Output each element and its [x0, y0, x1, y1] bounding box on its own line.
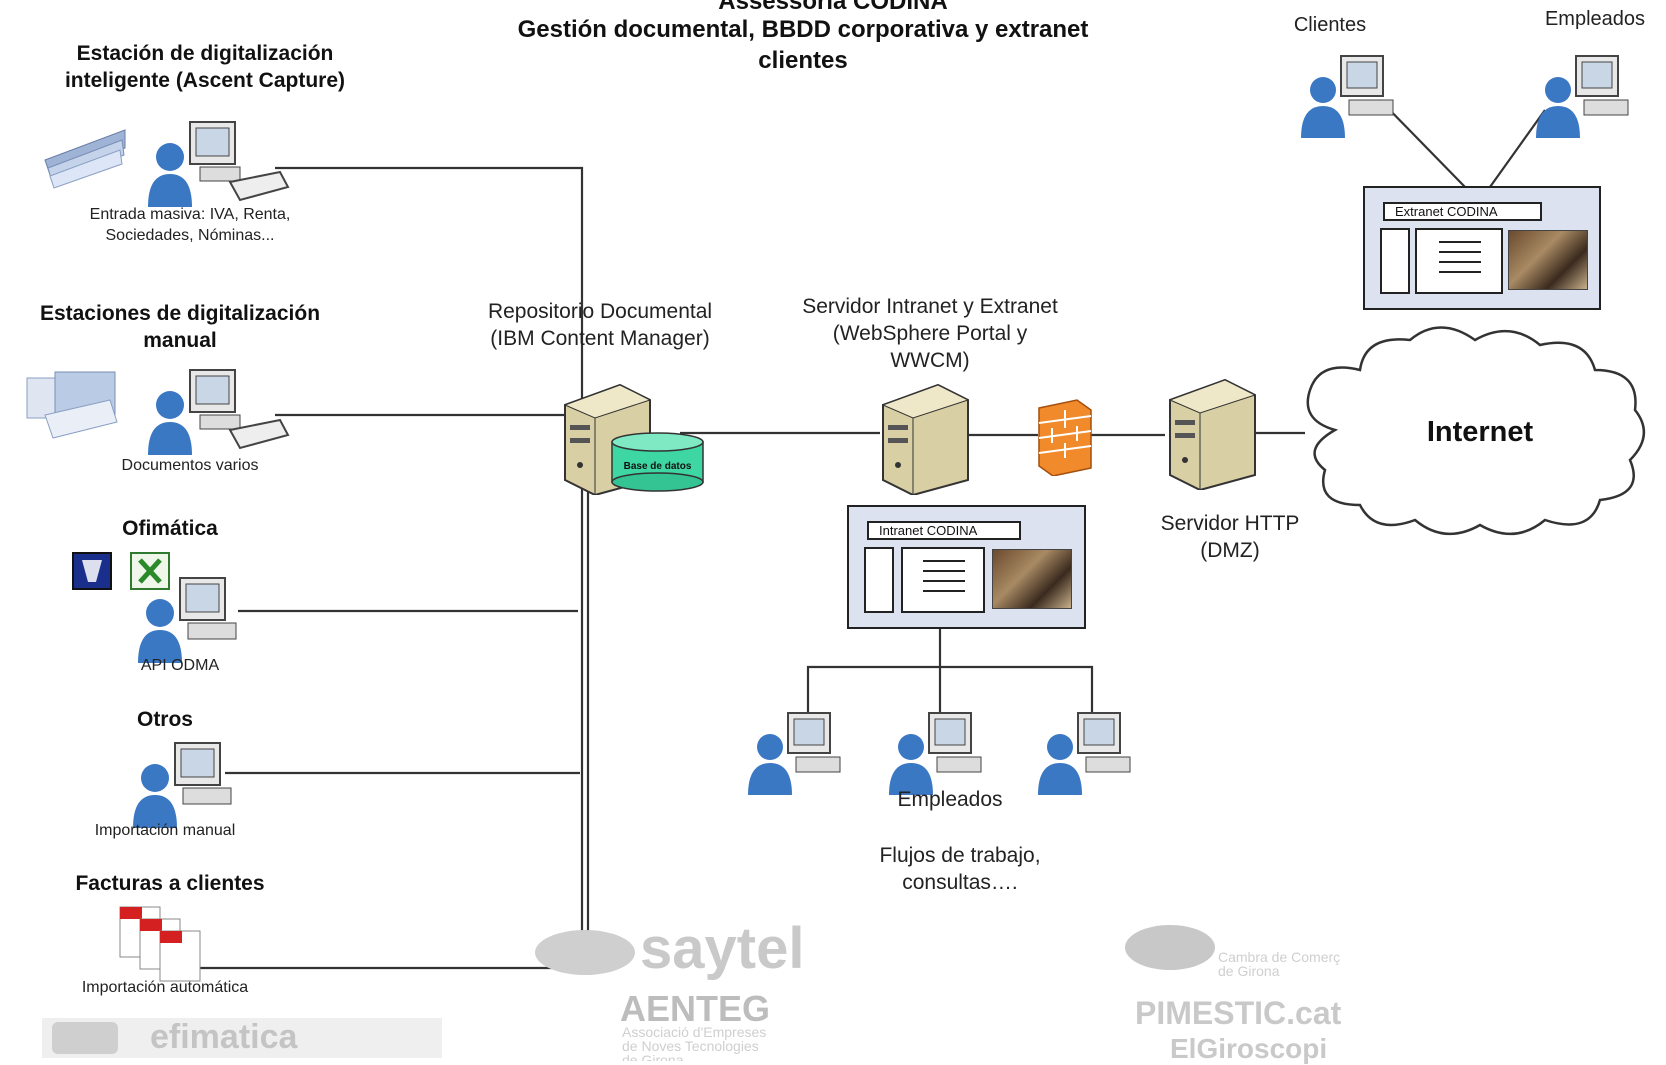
extranet-portal-title: Extranet CODINA — [1383, 202, 1542, 221]
internet-label: Internet — [1426, 416, 1534, 448]
client-workstation-icon — [1295, 48, 1395, 138]
http-server-icon — [1165, 375, 1260, 492]
internet-cloud-icon — [1295, 320, 1655, 545]
others-workstation-icon — [125, 733, 235, 828]
extranet-portal-photo — [1508, 230, 1588, 290]
intranet-server-label-line2: (WebSphere Portal y — [832, 322, 1028, 345]
scanned-documents-icon — [40, 120, 130, 190]
intranet-portal-title: Intranet CODINA — [867, 521, 1021, 540]
invoices-caption: Importación automática — [81, 979, 249, 996]
office-caption: API ODMA — [140, 657, 220, 674]
cambra-logo-icon — [1125, 925, 1215, 970]
word-icon — [72, 552, 112, 590]
workstation-scanner-icon — [140, 360, 290, 455]
pdf-files-icon — [115, 905, 225, 985]
excel-icon — [130, 552, 170, 590]
database-label: Base de datos — [623, 461, 692, 472]
others-title: Otros — [136, 708, 193, 731]
intranet-portal-window: Intranet CODINA — [847, 505, 1086, 629]
aenteg-subtitle: Associació d'Empreses de Noves Tecnologi… — [622, 1025, 767, 1061]
saytel-logo: saytel — [640, 916, 805, 981]
employee-workstation-icon — [883, 705, 983, 795]
clients-label: Clientes — [1293, 14, 1367, 36]
elgiroscopi-logo: ElGiroscopi — [1170, 1033, 1328, 1064]
employee-workstation-icon — [742, 705, 842, 795]
diagram-title-line1: Assessoria CODINA — [718, 0, 948, 15]
workflows-note-line2: consultas…. — [902, 871, 1018, 894]
office-title: Ofimática — [122, 517, 218, 540]
database-icon — [610, 432, 705, 492]
efimatica-logo: efimatica — [150, 1018, 298, 1056]
diagram-title-line3: clientes — [758, 47, 848, 74]
extranet-portal-sidebar — [1380, 228, 1410, 294]
workstation-scanner-icon — [140, 112, 290, 207]
invoices-title: Facturas a clientes — [75, 872, 265, 895]
http-server-label-line2: (DMZ) — [1200, 539, 1260, 562]
repository-label-line2: (IBM Content Manager) — [490, 327, 710, 350]
aenteg-logo: AENTEG — [620, 988, 771, 1029]
saytel-swoosh-icon — [535, 930, 635, 975]
intranet-server-label-line3: WWCM) — [890, 349, 970, 372]
extranet-portal-window: Extranet CODINA — [1363, 186, 1601, 310]
efimatica-logo-icon — [52, 1022, 118, 1054]
http-server-label-line1: Servidor HTTP — [1160, 512, 1300, 535]
manual-stations-caption: Documentos varios — [121, 457, 259, 474]
manual-stations-title-line1: Estaciones de digitalización — [39, 302, 321, 325]
intranet-server-label-line1: Servidor Intranet y Extranet — [802, 295, 1058, 318]
intranet-server-icon — [878, 380, 973, 497]
pimestic-logo: PIMESTIC.cat — [1135, 995, 1342, 1031]
intranet-portal-content — [901, 547, 985, 613]
workflows-note-line1: Flujos de trabajo, — [879, 844, 1041, 867]
employee-workstation-icon — [1032, 705, 1132, 795]
intelligent-station-title-line1: Estación de digitalización — [76, 42, 334, 65]
intranet-portal-sidebar — [864, 547, 894, 613]
manual-stations-title-line2: manual — [143, 329, 217, 352]
firewall-icon — [1037, 398, 1093, 477]
intelligent-station-title-line2: inteligente (Ascent Capture) — [64, 69, 346, 92]
intelligent-station-caption-line1: Entrada masiva: IVA, Renta, — [89, 206, 291, 223]
extranet-employees-label: Empleados — [1544, 8, 1646, 30]
intranet-portal-photo — [992, 549, 1072, 609]
repository-label-line1: Repositorio Documental — [487, 300, 713, 323]
cambra-logo-text: Cambra de Comerç de Girona — [1218, 949, 1341, 979]
remote-employee-workstation-icon — [1530, 48, 1630, 138]
office-workstation-icon — [130, 568, 240, 663]
intelligent-station-caption-line2: Sociedades, Nóminas... — [105, 227, 275, 244]
extranet-portal-content — [1415, 228, 1503, 294]
others-caption: Importación manual — [94, 822, 236, 839]
diagram-title-line2: Gestión documental, BBDD corporativa y e… — [517, 16, 1089, 43]
paper-documents-icon — [25, 370, 120, 440]
internal-employees-label: Empleados — [897, 788, 1003, 811]
